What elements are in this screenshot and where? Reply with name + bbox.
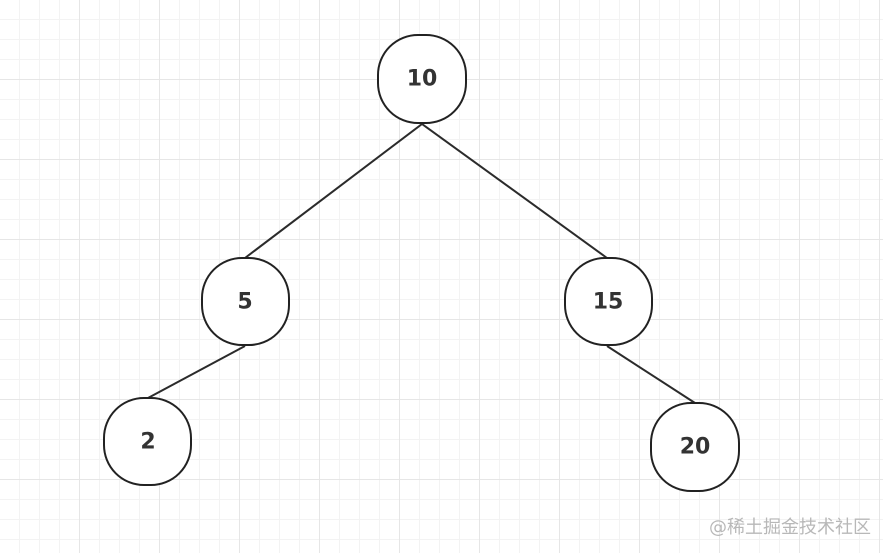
node-circle-10 [377,34,467,124]
node-label-10: 10 [407,67,438,92]
node-label-5: 5 [237,290,252,315]
watermark-text: @稀土掘金技术社区 [709,517,871,538]
edge-10-to-5 [244,123,423,259]
node-label-2: 2 [140,430,155,455]
nodes-layer: 10 5 15 2 20 [103,34,740,492]
node-label-15: 15 [593,290,624,315]
edge-5-to-2 [147,345,246,399]
tree-node-2: 2 [103,397,192,486]
node-circle-5 [201,257,290,346]
edge-10-to-15 [421,123,608,259]
node-label-20: 20 [680,435,711,460]
edges-layer [147,123,696,404]
tree-node-20: 20 [650,402,740,492]
node-circle-2 [103,397,192,486]
tree-node-10: 10 [377,34,467,124]
tree-node-5: 5 [201,257,290,346]
tree-node-15: 15 [564,257,653,346]
node-circle-15 [564,257,653,346]
node-circle-20 [650,402,740,492]
edge-15-to-20 [606,345,696,404]
